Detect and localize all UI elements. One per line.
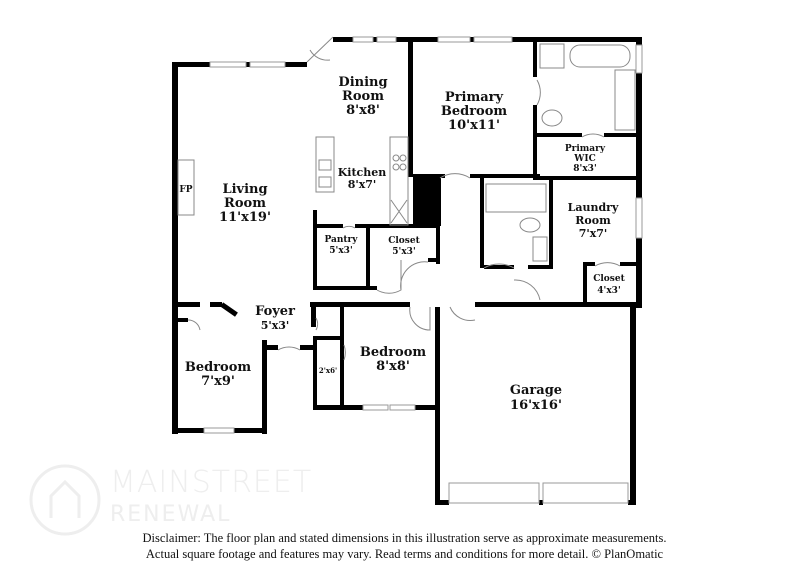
disclaimer-line-1: Disclaimer: The floor plan and stated di…	[142, 531, 667, 545]
walls	[172, 37, 642, 505]
primary-bedroom-name-1: Primary	[445, 90, 504, 105]
pantry-dim: 5'x3'	[329, 246, 352, 256]
garage-dim: 16'x16'	[510, 398, 562, 413]
living-room-name-2: Room	[224, 196, 266, 211]
living-room-name-1: Living	[222, 182, 267, 197]
foyer-name: Foyer	[255, 304, 295, 319]
windows	[203, 36, 643, 434]
fireplace-label: FP	[179, 185, 192, 195]
foyer-dim: 5'x3'	[261, 319, 290, 332]
primary-bedroom-dim: 10'x11'	[448, 118, 500, 133]
closet-laundry-dim: 4'x3'	[597, 286, 620, 296]
garage-name: Garage	[510, 383, 562, 398]
kitchen-dim: 8'x7'	[348, 178, 377, 191]
primary-bedroom-name-2: Bedroom	[441, 104, 508, 119]
laundry-name-2: Room	[575, 214, 611, 227]
dining-room-name-2: Room	[342, 89, 384, 104]
watermark-logo-text: MAINSTREET	[110, 465, 313, 500]
disclaimer-line-2: Actual square footage and features may v…	[145, 547, 664, 561]
fixtures	[177, 36, 636, 361]
bedroom-left-dim: 7'x9'	[201, 374, 235, 389]
small-closet-dim: 2'x6'	[319, 366, 337, 375]
dining-room-dim: 8'x8'	[346, 103, 380, 118]
living-room-dim: 11'x19'	[219, 210, 271, 225]
closet-laundry-name: Closet	[593, 274, 625, 284]
laundry-dim: 7'x7'	[579, 227, 608, 240]
primary-wic-name-2: WIC	[573, 154, 595, 164]
kitchen-name: Kitchen	[338, 166, 387, 179]
room-labels: Living Room 11'x19' FP Dining Room 8'x8'…	[179, 75, 625, 413]
primary-wic-dim: 8'x3'	[573, 164, 596, 174]
watermark-logo-subtext: RENEWAL	[110, 502, 232, 527]
bedroom-mid-dim: 8'x8'	[376, 359, 410, 374]
bedroom-left-name: Bedroom	[185, 360, 252, 375]
laundry-name-1: Laundry	[568, 201, 619, 214]
dining-room-name-1: Dining	[338, 75, 387, 90]
closet-hall-dim: 5'x3'	[392, 247, 415, 257]
garage-doors	[448, 482, 629, 504]
primary-wic-name-1: Primary	[565, 144, 606, 154]
closet-hall-name: Closet	[388, 236, 420, 246]
bedroom-mid-name: Bedroom	[360, 345, 427, 360]
pantry-name: Pantry	[324, 235, 358, 245]
